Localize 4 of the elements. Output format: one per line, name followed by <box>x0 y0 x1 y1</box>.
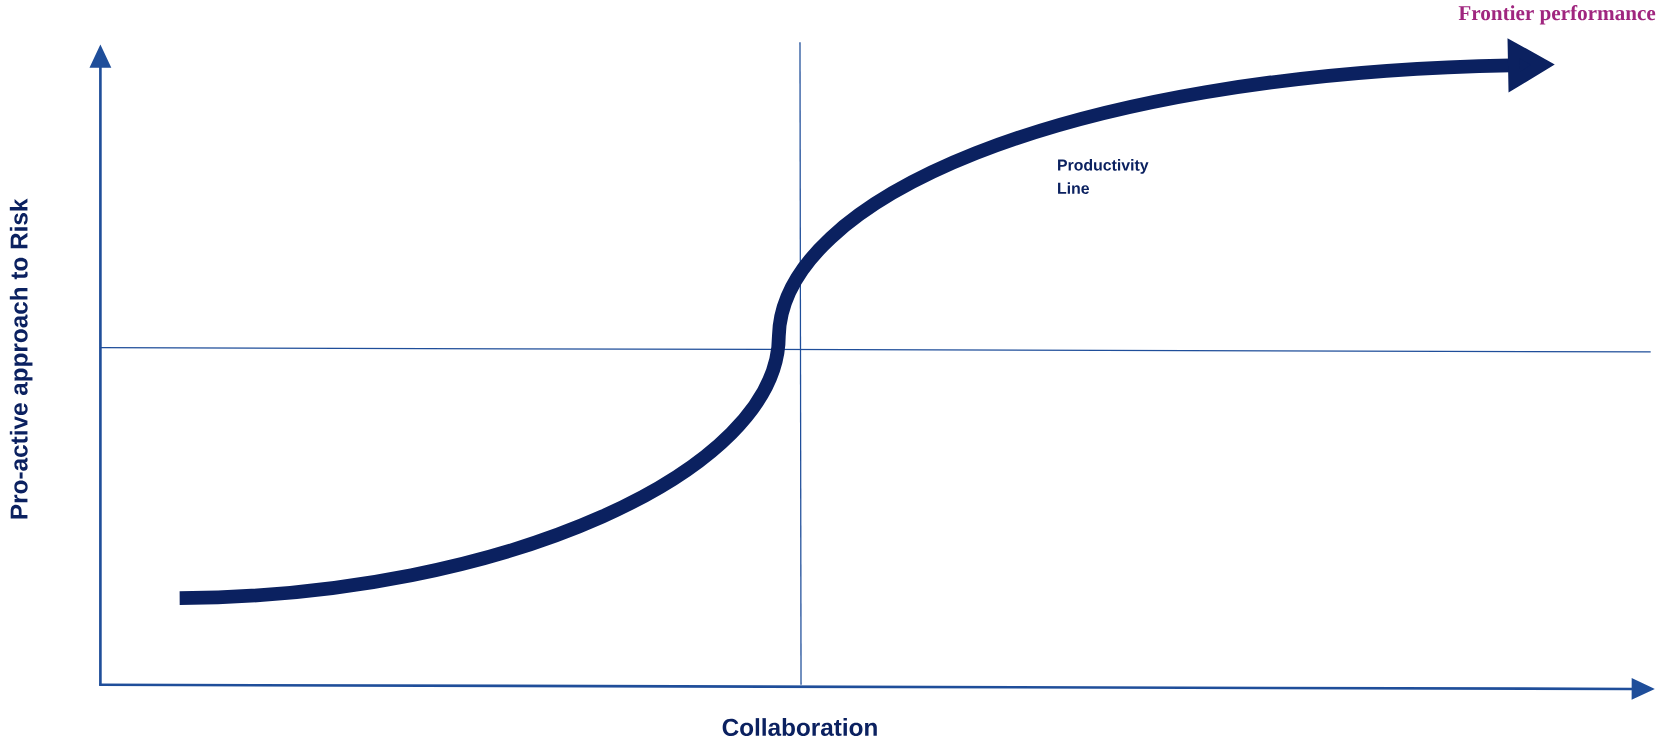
axis-label: Collaboration <box>722 718 877 737</box>
axis-label: Pro-active approach to Risk <box>9 198 33 519</box>
curve-label: Productivity Line <box>1058 159 1149 195</box>
heading-text: Frontier performance <box>1458 5 1656 25</box>
